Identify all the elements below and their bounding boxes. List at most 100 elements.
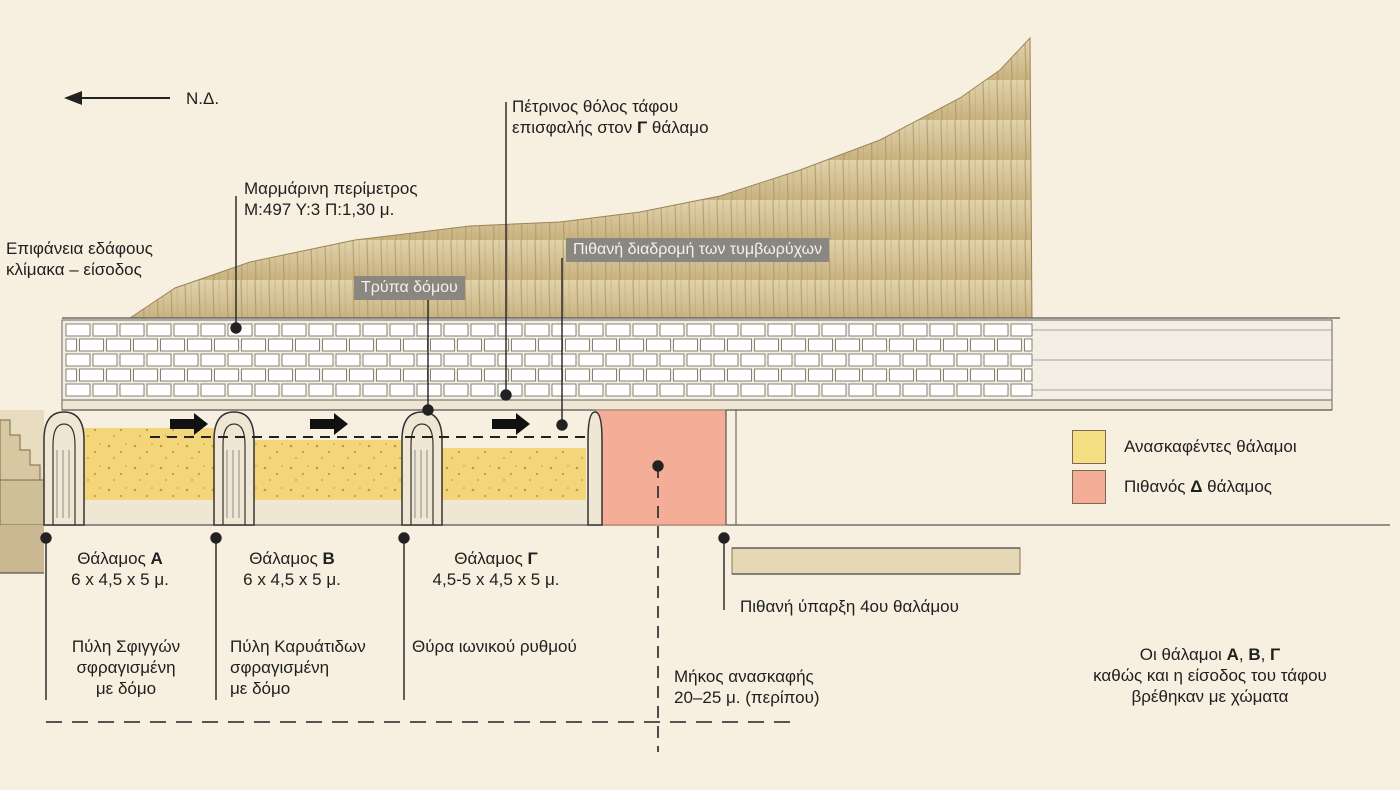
wall-brick [443,323,469,337]
wall-brick [889,368,914,382]
wall-brick [848,383,874,397]
wall-brick [349,338,374,352]
wall-brick [902,383,928,397]
wall-brick [335,383,361,397]
wall-brick [308,383,334,397]
wall-brick [538,338,563,352]
chamber-a-label: Θάλαμος Α 6 x 4,5 x 5 μ. [60,548,180,590]
wall-brick [794,353,820,367]
wall-brick [646,338,671,352]
leader-lines [40,102,730,700]
wall-brick [511,338,536,352]
wall-brick [619,368,644,382]
wall-brick [524,323,550,337]
wall-brick [592,338,617,352]
wall-brick [92,323,118,337]
wall-brick [956,353,982,367]
wall-brick [916,368,941,382]
wall-brick [146,383,172,397]
wall-brick [767,323,793,337]
doorway-caryatid-gate [213,411,255,526]
wall-brick [65,323,91,337]
wall-brick [403,338,428,352]
wall-brick [1010,383,1033,397]
wall-brick [983,323,1009,337]
path-arrow [170,413,208,435]
wall-brick [565,368,590,382]
wall-brick [335,323,361,337]
wall-brick [524,353,550,367]
wall-brick [173,323,199,337]
wall-brick [160,368,185,382]
chamber-c-fill [434,448,586,500]
wall-brick [578,383,604,397]
wall-brick [497,353,523,367]
wall-brick [862,338,887,352]
gate-c-label: Θύρα ιωνικού ρυθμού [412,637,577,656]
wall-brick [376,338,401,352]
surface-label-line2: κλίμακα – είσοδος [6,260,142,279]
wall-brick [875,383,901,397]
doorway-sphinx-gate [43,411,85,526]
wall-brick [65,338,77,352]
entrance-stairs [0,410,45,573]
wall-brick [200,353,226,367]
wall-brick [187,338,212,352]
doorway-d-wall [587,411,603,526]
wall-brick [943,338,968,352]
direction-arrow [64,91,170,105]
wall-brick [254,383,280,397]
wall-brick [241,368,266,382]
wall-brick [619,338,644,352]
wall-brick [821,353,847,367]
wall-brick [119,353,145,367]
wall-brick [295,368,320,382]
wall-brick [511,368,536,382]
wall-brick [578,353,604,367]
gate-b-label: Πύλη Καρυάτιδων σφραγισμένη με δόμο [230,637,366,698]
wall-brick [254,323,280,337]
wall-brick [794,323,820,337]
wall-brick [808,338,833,352]
dome-label: Πέτρινος θόλος τάφου επισφαλής στον Γ θά… [512,96,709,138]
wall-brick [281,353,307,367]
wall-brick [997,338,1022,352]
wall-brick [349,368,374,382]
wall-brick [794,383,820,397]
wall-brick [875,323,901,337]
wall-brick [740,323,766,337]
wall-brick [403,368,428,382]
wall-brick [686,323,712,337]
wall-brick [767,353,793,367]
wall-brick [106,368,131,382]
wall-brick [983,383,1009,397]
wall-brick [227,383,253,397]
wall-brick [322,368,347,382]
wall-brick [605,383,631,397]
wall-brick [524,383,550,397]
wall-brick [484,338,509,352]
wall-brick [929,353,955,367]
wall-brick [821,383,847,397]
wall-brick [430,368,455,382]
chamber-a-dims: 6 x 4,5 x 5 μ. [71,570,169,589]
wall-brick [686,383,712,397]
wall-brick [538,368,563,382]
wall-brick [65,353,91,367]
wall-brick [443,383,469,397]
wall-brick [902,353,928,367]
excavation-label: Μήκος ανασκαφής 20–25 μ. (περίπου) [674,667,820,707]
wall-brick [173,383,199,397]
wall-brick [335,353,361,367]
wall-brick [592,368,617,382]
wall-brick [214,338,239,352]
chamber-c-label: Θάλαμος Γ 4,5-5 x 4,5 x 5 μ. [406,548,586,590]
wall-brick [322,338,347,352]
wall-brick [241,338,266,352]
wall-brick [754,338,779,352]
wall-brick [713,383,739,397]
wall-brick [605,353,631,367]
wall-brick [187,368,212,382]
wall-brick [565,338,590,352]
wall-brick [470,323,496,337]
